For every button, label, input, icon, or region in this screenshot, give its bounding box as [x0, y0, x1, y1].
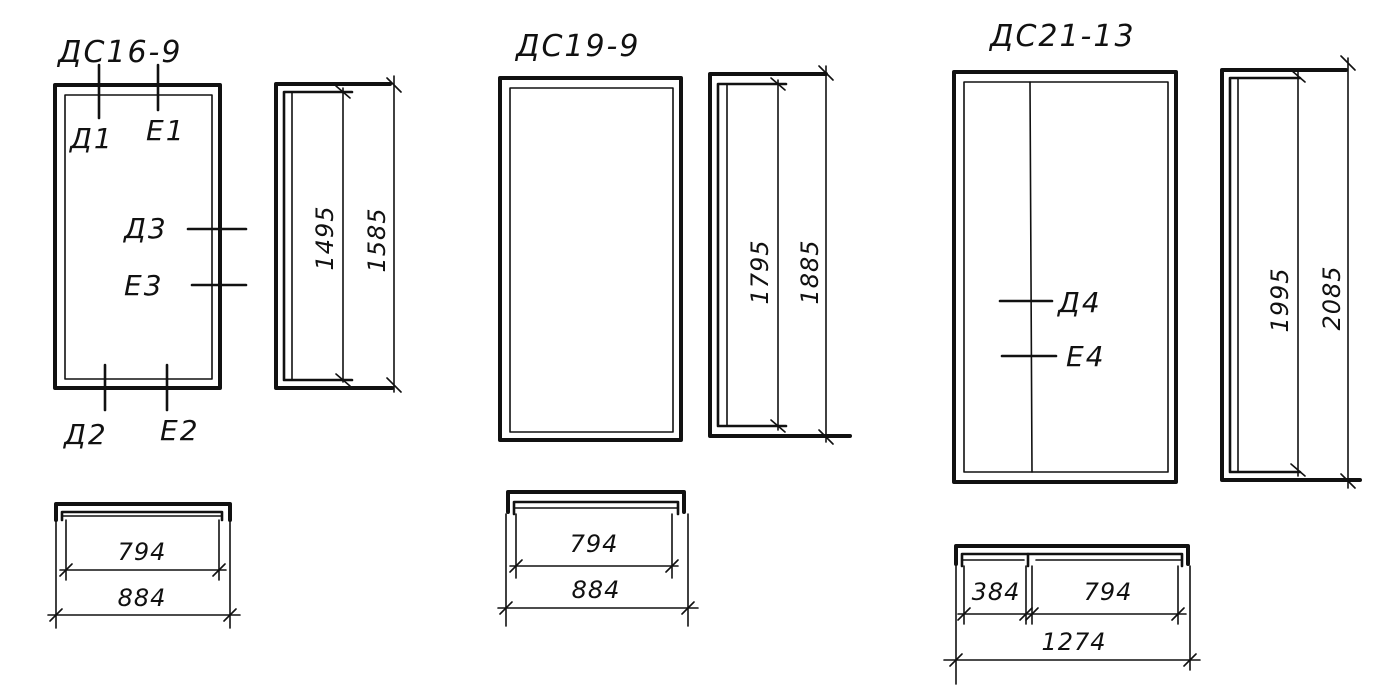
mark-e2: Е2	[160, 414, 200, 447]
side-section: 1795 1885	[708, 65, 852, 445]
dimension-1495: 1495	[311, 205, 339, 270]
side-section: 1495 1585	[274, 75, 402, 393]
dimension-ticks	[49, 563, 237, 622]
drawing-ds16-9: ДС16-9 Д1 Е1 Д3 Е3 Д2 Е2	[47, 35, 402, 629]
dimension-1585: 1585	[363, 207, 391, 272]
door-frame-inner	[509, 87, 674, 433]
dimension-384: 384	[972, 578, 1021, 606]
door-frame-outer	[498, 76, 683, 442]
plan-section: 384 794 1274	[943, 544, 1201, 685]
side-outer	[274, 82, 394, 390]
mark-d4: Д4	[1056, 286, 1102, 319]
side-outer	[708, 72, 852, 438]
dimension-2085: 2085	[1318, 265, 1346, 330]
dimension-1885: 1885	[796, 239, 824, 304]
dimension-ticks	[335, 77, 402, 393]
front-view	[53, 83, 222, 390]
dimension-884: 884	[118, 584, 167, 612]
mark-e3: Е3	[124, 269, 164, 302]
door-frame-inner	[64, 94, 213, 380]
side-section: 1995 2085	[1220, 55, 1362, 489]
dimension-1795: 1795	[746, 239, 774, 304]
side-outer	[1220, 68, 1362, 482]
drawing-title: ДС19-9	[514, 29, 640, 64]
section-marks: Д4 Е4	[998, 286, 1106, 373]
mark-d3: Д3	[122, 212, 168, 245]
door-frame-inner	[963, 81, 1169, 473]
front-view	[952, 70, 1178, 484]
dimension-ticks	[770, 65, 834, 445]
dimension-1995: 1995	[1266, 267, 1294, 332]
side-inner	[282, 90, 354, 382]
dimension-794: 794	[570, 530, 619, 558]
mark-e4: Е4	[1066, 340, 1106, 373]
plan-section: 794 884	[47, 502, 241, 629]
dimension-884: 884	[572, 576, 621, 604]
drawing-ds19-9: ДС19-9 1795 1885 794 8	[497, 29, 852, 627]
dimension-794: 794	[118, 538, 167, 566]
mark-e1: Е1	[146, 114, 186, 147]
side-inner	[716, 82, 788, 428]
plan-section: 794 884	[497, 490, 699, 627]
plan-outer	[954, 544, 1190, 566]
section-marks: Д1 Е1 Д3 Е3 Д2 Е2	[62, 63, 248, 451]
door-frame-outer	[53, 83, 222, 390]
plan-outer	[506, 490, 686, 514]
side-inner	[1228, 76, 1302, 474]
front-view	[498, 76, 683, 442]
dimension-ticks	[949, 607, 1197, 667]
mark-d1: Д1	[68, 122, 114, 155]
dimension-ticks	[1290, 55, 1356, 489]
plan-outer	[54, 502, 232, 522]
dimension-ticks	[499, 559, 695, 615]
drawing-title: ДС16-9	[56, 35, 182, 70]
dimension-1274: 1274	[1041, 628, 1106, 656]
leaf-divider	[1029, 81, 1033, 473]
drawing-title: ДС21-13	[988, 19, 1136, 54]
drawing-ds21-13: ДС21-13 Д4 Е4 1995 2085	[943, 19, 1362, 685]
door-frame-outer	[952, 70, 1178, 484]
dimension-794: 794	[1084, 578, 1133, 606]
mark-d2: Д2	[62, 418, 108, 451]
